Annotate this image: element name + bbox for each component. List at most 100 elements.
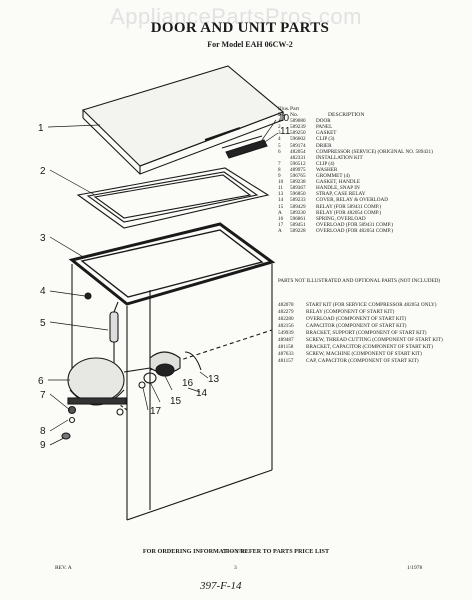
part-desc: COMPRESSOR (SERVICE) (ORIGINAL NO. 58943… — [316, 148, 433, 155]
header-illus: Illus. — [278, 106, 290, 112]
part-part: 589367 — [290, 185, 306, 192]
table-row: 482078 START KIT (FOR SERVICE COMPRESSOR … — [278, 302, 468, 308]
callout-2: 2 — [40, 166, 46, 177]
extra-part-part: 482280 — [278, 316, 294, 322]
part-desc: GASKET, HANDLE — [316, 179, 360, 186]
table-row: 13 596850 STRAP, CASE RELAY — [278, 191, 468, 197]
part-illus: 1 — [278, 118, 281, 125]
part-illus: 4 — [278, 136, 281, 143]
table-row: 482280 OVERLOAD (COMPONENT OF START KIT) — [278, 316, 468, 322]
part-desc: GROMMET (4) — [316, 173, 350, 180]
page-number: 3 — [234, 565, 237, 571]
part-part: 589239 — [290, 124, 306, 131]
gasket-drawing — [68, 222, 276, 306]
part-part: 589238 — [290, 179, 306, 186]
ordering-note: FOR ORDERING INFORMATION REFER TO PARTS … — [142, 548, 330, 555]
table-row: 481158 BRACKET, CAPACITOR (COMPONENT OF S… — [278, 344, 468, 350]
callout-3: 3 — [40, 233, 46, 244]
extra-part-desc: RELAY (COMPONENT OF START KIT) — [306, 309, 395, 315]
part-part: 596512 — [290, 160, 306, 167]
watermark: AppliancePartsPros.com — [110, 4, 362, 29]
part-desc: RELAY (FOR 482054 COMP.) — [316, 209, 382, 216]
extra-parts-list: 482078 START KIT (FOR SERVICE COMPRESSOR … — [278, 302, 468, 365]
part-desc: CLIP (4) — [316, 160, 335, 167]
part-desc: STRAP, CASE RELAY — [316, 191, 366, 198]
model-subtitle: For Model EAH 06CW-2 — [207, 40, 293, 49]
header-part: Part — [290, 106, 300, 112]
callout-7: 7 — [40, 390, 46, 401]
extra-part-desc: START KIT (FOR SERVICE COMPRESSOR 482054… — [306, 302, 437, 308]
callout-11: 11 — [280, 126, 291, 137]
part-illus: 10 — [278, 179, 284, 186]
extra-part-desc: BRACKET, CAPACITOR (COMPONENT OF START K… — [306, 344, 433, 350]
handle-drawing — [221, 135, 268, 159]
cabinet-drawing — [71, 264, 273, 521]
header-no-2: No. — [290, 112, 299, 119]
extra-part-desc: SCREW, MACHINE (COMPONENT OF START KIT) — [306, 351, 422, 357]
callout-5: 5 — [40, 318, 46, 329]
drier-drawing — [109, 301, 119, 372]
header-no: No. — [278, 112, 287, 119]
not-illustrated-heading: PARTS NOT ILLUSTRATED AND OPTIONAL PARTS… — [278, 278, 441, 284]
part-illus: 2 — [278, 124, 281, 131]
part-desc: PANEL — [316, 124, 333, 131]
callout-15: 15 — [170, 396, 182, 407]
callout-9: 9 — [40, 440, 46, 451]
parts-header: Illus. Part — [278, 106, 468, 112]
drawing-code: CF — 1706 — [222, 550, 246, 555]
part-illus: 13 — [278, 191, 284, 198]
callout-6: 6 — [38, 376, 44, 387]
part-desc: GASKET — [316, 130, 337, 137]
part-illus: 9 — [278, 173, 281, 180]
part-desc: WASHER — [316, 166, 338, 173]
extra-part-desc: CAPACITOR (COMPONENT OF START KIT) — [306, 323, 407, 329]
part-part: 589233 — [290, 197, 306, 204]
extra-part-desc: SCREW, THREAD CUTTING (COMPONENT OF STAR… — [306, 337, 443, 343]
callout-1: 1 — [38, 123, 44, 134]
part-part: 596850 — [290, 191, 306, 198]
part-desc: DRIER — [316, 142, 332, 149]
part-part: 596765 — [290, 173, 306, 180]
extra-part-part: 481157 — [278, 358, 294, 364]
callout-17: 17 — [150, 406, 162, 417]
table-row: 481157 CAP, CAPACITOR (COMPONENT OF START… — [278, 358, 468, 364]
part-desc: OVERLOAD (FOR 589431 COMP.) — [316, 221, 393, 228]
part-desc: RELAY (FOR 589431 COMP.) — [316, 203, 382, 210]
part-part: 589451 — [290, 221, 306, 228]
callout-8: 8 — [40, 426, 46, 437]
table-row: 1 589080 DOOR — [278, 118, 468, 124]
revision-label: REV. A — [55, 565, 72, 571]
part-illus: 8 — [278, 166, 281, 173]
extra-part-part: 481158 — [278, 344, 294, 350]
header-description: DESCRIPTION — [328, 112, 365, 119]
part-desc: OVERLOAD (FOR 482054 COMP.) — [316, 227, 393, 234]
part-part: 589080 — [290, 118, 306, 125]
panel-drawing — [76, 167, 270, 229]
callout-14: 14 — [196, 388, 208, 399]
extra-part-part: 482078 — [278, 302, 294, 308]
part-illus: 6 — [278, 148, 281, 155]
part-illus: A — [278, 227, 282, 234]
part-desc: SPRING, OVERLOAD — [316, 215, 366, 222]
extra-part-desc: CAP, CAPACITOR (COMPONENT OF START KIT) — [306, 358, 419, 364]
relay-overload-drawing — [138, 351, 202, 389]
part-desc: DOOR — [316, 118, 331, 125]
extra-part-desc: OVERLOAD (COMPONENT OF START KIT) — [306, 316, 407, 322]
part-illus: 15 — [278, 203, 284, 210]
part-part: 589330 — [290, 209, 306, 216]
part-illus: 16 — [278, 215, 284, 222]
